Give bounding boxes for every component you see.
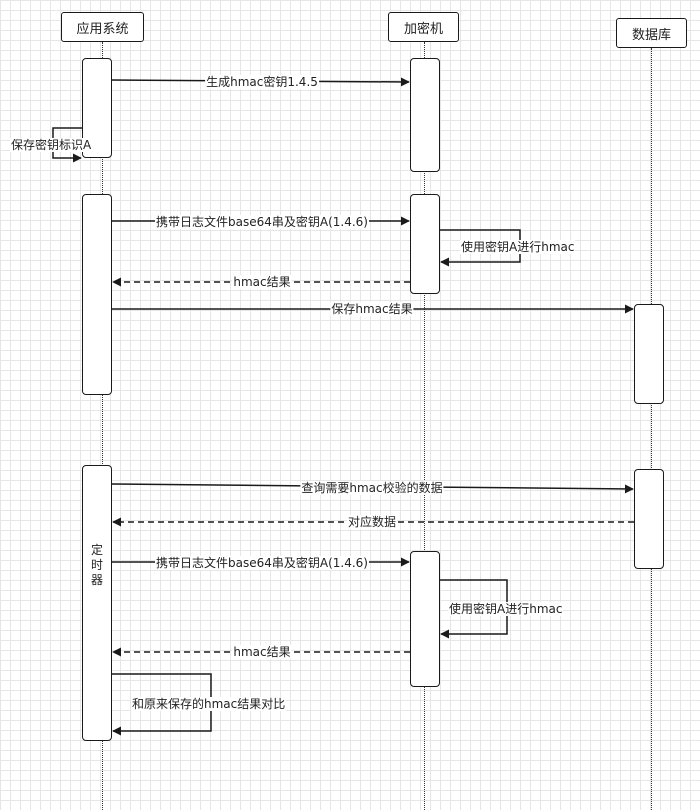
label-data-return: 对应数据 xyxy=(346,515,398,529)
activation-app-3 xyxy=(82,465,112,741)
lifeline-db xyxy=(651,48,652,810)
activation-app-1 xyxy=(82,58,112,158)
activation-hsm-3 xyxy=(410,551,440,687)
label-hsm-hmac-2: 使用密钥A进行hmac xyxy=(448,602,564,616)
activation-hsm-1 xyxy=(410,58,440,172)
label-save-key-id: 保存密钥标识A xyxy=(10,138,93,152)
label-hmac-result-2: hmac结果 xyxy=(232,645,292,659)
timer-label: 定时器 xyxy=(90,543,103,587)
activation-hsm-2 xyxy=(410,194,440,294)
label-hsm-hmac-1: 使用密钥A进行hmac xyxy=(460,240,576,254)
activation-db-1 xyxy=(634,304,664,404)
lifeline-app xyxy=(102,42,103,810)
label-query-data: 查询需要hmac校验的数据 xyxy=(300,481,444,495)
label-carry-log-1: 携带日志文件base64串及密钥A(1.4.6) xyxy=(155,215,369,229)
label-carry-log-2: 携带日志文件base64串及密钥A(1.4.6) xyxy=(155,556,369,570)
activation-app-2 xyxy=(82,194,112,395)
lifeline-hsm xyxy=(424,42,425,810)
label-generate-key: 生成hmac密钥1.4.5 xyxy=(205,75,319,89)
activation-db-2 xyxy=(634,469,664,569)
label-save-result: 保存hmac结果 xyxy=(330,302,414,316)
participant-db[interactable]: 数据库 xyxy=(616,18,687,48)
label-hmac-result-1: hmac结果 xyxy=(232,275,292,289)
participant-hsm[interactable]: 加密机 xyxy=(388,12,459,42)
label-compare: 和原来保存的hmac结果对比 xyxy=(131,697,287,711)
participant-app[interactable]: 应用系统 xyxy=(61,12,144,42)
